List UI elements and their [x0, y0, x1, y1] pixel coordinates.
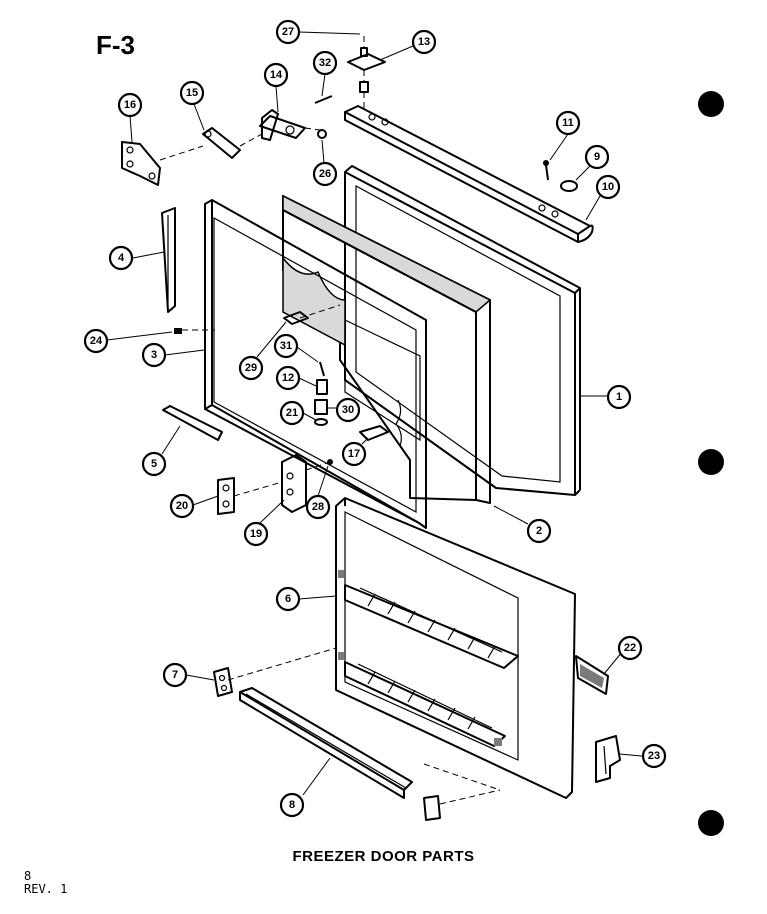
svg-text:13: 13 — [418, 36, 430, 48]
part-screw-24 — [174, 328, 182, 334]
svg-text:27: 27 — [282, 26, 294, 38]
callout-14: 14 — [263, 62, 289, 88]
svg-text:29: 29 — [245, 362, 257, 374]
callout-31: 31 — [273, 333, 299, 359]
svg-text:21: 21 — [286, 407, 298, 419]
part-hinge-arm — [202, 127, 241, 159]
binder-hole — [698, 449, 724, 475]
callout-13: 13 — [411, 29, 437, 55]
part-bottom-trim — [162, 405, 223, 441]
svg-text:3: 3 — [151, 349, 157, 361]
callout-29: 29 — [238, 355, 264, 381]
part-top-hinge-bracket — [347, 47, 386, 93]
callout-8: 8 — [279, 792, 305, 818]
part-hinge-plate — [259, 109, 306, 141]
svg-text:28: 28 — [312, 501, 324, 513]
callout-22: 22 — [617, 635, 643, 661]
leader-lines — [106, 31, 643, 796]
callout-24: 24 — [83, 328, 109, 354]
part-side-trim — [161, 207, 176, 313]
svg-text:31: 31 — [280, 340, 292, 352]
callout-19: 19 — [243, 521, 269, 547]
part-door-frame — [204, 199, 427, 529]
svg-text:15: 15 — [186, 87, 198, 99]
svg-text:24: 24 — [90, 335, 103, 347]
part-hinge-stack — [283, 311, 389, 441]
callout-27: 27 — [275, 19, 301, 45]
door-shelf-slats — [367, 593, 496, 730]
diagram-caption: FREEZER DOOR PARTS — [292, 848, 475, 865]
part-corner-cap — [595, 735, 621, 783]
page-footer: 8 REV. 1 — [24, 870, 67, 896]
svg-text:7: 7 — [172, 669, 178, 681]
svg-text:4: 4 — [118, 252, 125, 264]
part-gasket-corner — [575, 655, 609, 695]
callout-6: 6 — [275, 586, 301, 612]
svg-text:22: 22 — [624, 642, 636, 654]
part-top-channel — [344, 105, 594, 243]
svg-text:16: 16 — [124, 99, 136, 111]
callout-23: 23 — [641, 743, 667, 769]
part-inner-door-liner — [335, 497, 576, 799]
binder-hole — [698, 91, 724, 117]
svg-text:11: 11 — [562, 117, 574, 129]
callout-16: 16 — [117, 92, 143, 118]
svg-text:26: 26 — [319, 168, 331, 180]
svg-text:5: 5 — [151, 458, 157, 470]
svg-text:2: 2 — [536, 525, 542, 537]
svg-text:9: 9 — [594, 151, 600, 163]
revision-label: REV. 1 — [24, 882, 68, 896]
callout-17: 17 — [341, 441, 367, 467]
svg-text:12: 12 — [282, 372, 294, 384]
svg-text:1: 1 — [616, 391, 622, 403]
callout-28: 28 — [305, 494, 331, 520]
svg-text:23: 23 — [648, 750, 660, 762]
callout-10: 10 — [595, 174, 621, 200]
callout-3: 3 — [141, 342, 167, 368]
svg-text:32: 32 — [319, 57, 331, 69]
part-outer-door-panel — [344, 165, 581, 496]
part-door-stop — [217, 477, 235, 515]
callout-30: 30 — [335, 397, 361, 423]
callout-11: 11 — [555, 110, 581, 136]
callout-9: 9 — [584, 144, 610, 170]
part-screw-11 — [543, 160, 549, 181]
sheet-label: F-3 — [96, 30, 135, 60]
svg-text:14: 14 — [270, 69, 283, 81]
svg-text:6: 6 — [285, 593, 291, 605]
callout-21: 21 — [279, 400, 305, 426]
callout-12: 12 — [275, 365, 301, 391]
page-number: 8 — [24, 869, 32, 883]
callout-32: 32 — [312, 50, 338, 76]
binder-hole — [698, 810, 724, 836]
callout-7: 7 — [162, 662, 188, 688]
svg-text:30: 30 — [342, 404, 354, 416]
svg-text:19: 19 — [250, 528, 262, 540]
callout-15: 15 — [179, 80, 205, 106]
part-plug-9 — [560, 180, 578, 192]
callout-5: 5 — [141, 451, 167, 477]
svg-text:20: 20 — [176, 500, 188, 512]
part-lower-hinge — [281, 454, 307, 513]
assembly-lines — [159, 36, 501, 805]
svg-text:10: 10 — [602, 181, 614, 193]
callout-26: 26 — [312, 161, 338, 187]
callout-bubbles: 27 13 32 14 15 16 26 11 9 10 4 24 3 29 3… — [83, 19, 667, 818]
part-screw-32 — [314, 95, 333, 104]
callout-20: 20 — [169, 493, 195, 519]
svg-text:8: 8 — [289, 799, 295, 811]
part-foam-insulation — [282, 194, 492, 504]
part-bottom-hinge-bracket — [213, 667, 233, 697]
part-screw-26 — [317, 129, 327, 139]
svg-text:17: 17 — [348, 448, 360, 460]
callout-4: 4 — [108, 245, 134, 271]
callout-2: 2 — [526, 518, 552, 544]
part-hinge-mount — [121, 141, 161, 186]
callout-1: 1 — [606, 384, 632, 410]
part-bottom-rail — [239, 687, 441, 821]
